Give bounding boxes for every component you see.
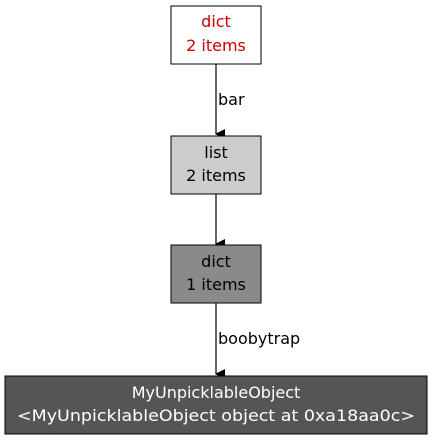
edge-label-boobytrap: boobytrap [218, 329, 300, 348]
node-list-title: list [204, 143, 228, 162]
node-root-dict-box [170, 5, 262, 65]
node-root-dict-title: dict [201, 12, 231, 31]
node-unpicklable-object-box [4, 375, 428, 435]
node-inner-dict-box [170, 244, 262, 304]
node-inner-dict-title: dict [201, 252, 231, 271]
node-root-dict-count: 2 items [186, 36, 246, 55]
node-inner-dict-count: 1 items [186, 275, 246, 294]
edges: bar boobytrap [215, 64, 300, 379]
node-unpicklable-object-type: MyUnpicklableObject [132, 383, 301, 402]
node-unpicklable-object-repr: <MyUnpicklableObject object at 0xa18aa0c… [17, 406, 415, 425]
node-list[interactable]: list 2 items [170, 135, 262, 195]
node-list-box [170, 135, 262, 195]
node-list-count: 2 items [186, 166, 246, 185]
node-unpicklable-object[interactable]: MyUnpicklableObject <MyUnpicklableObject… [4, 375, 428, 435]
edge-label-bar: bar [218, 90, 245, 109]
node-root-dict[interactable]: dict 2 items [170, 5, 262, 65]
node-inner-dict[interactable]: dict 1 items [170, 244, 262, 304]
